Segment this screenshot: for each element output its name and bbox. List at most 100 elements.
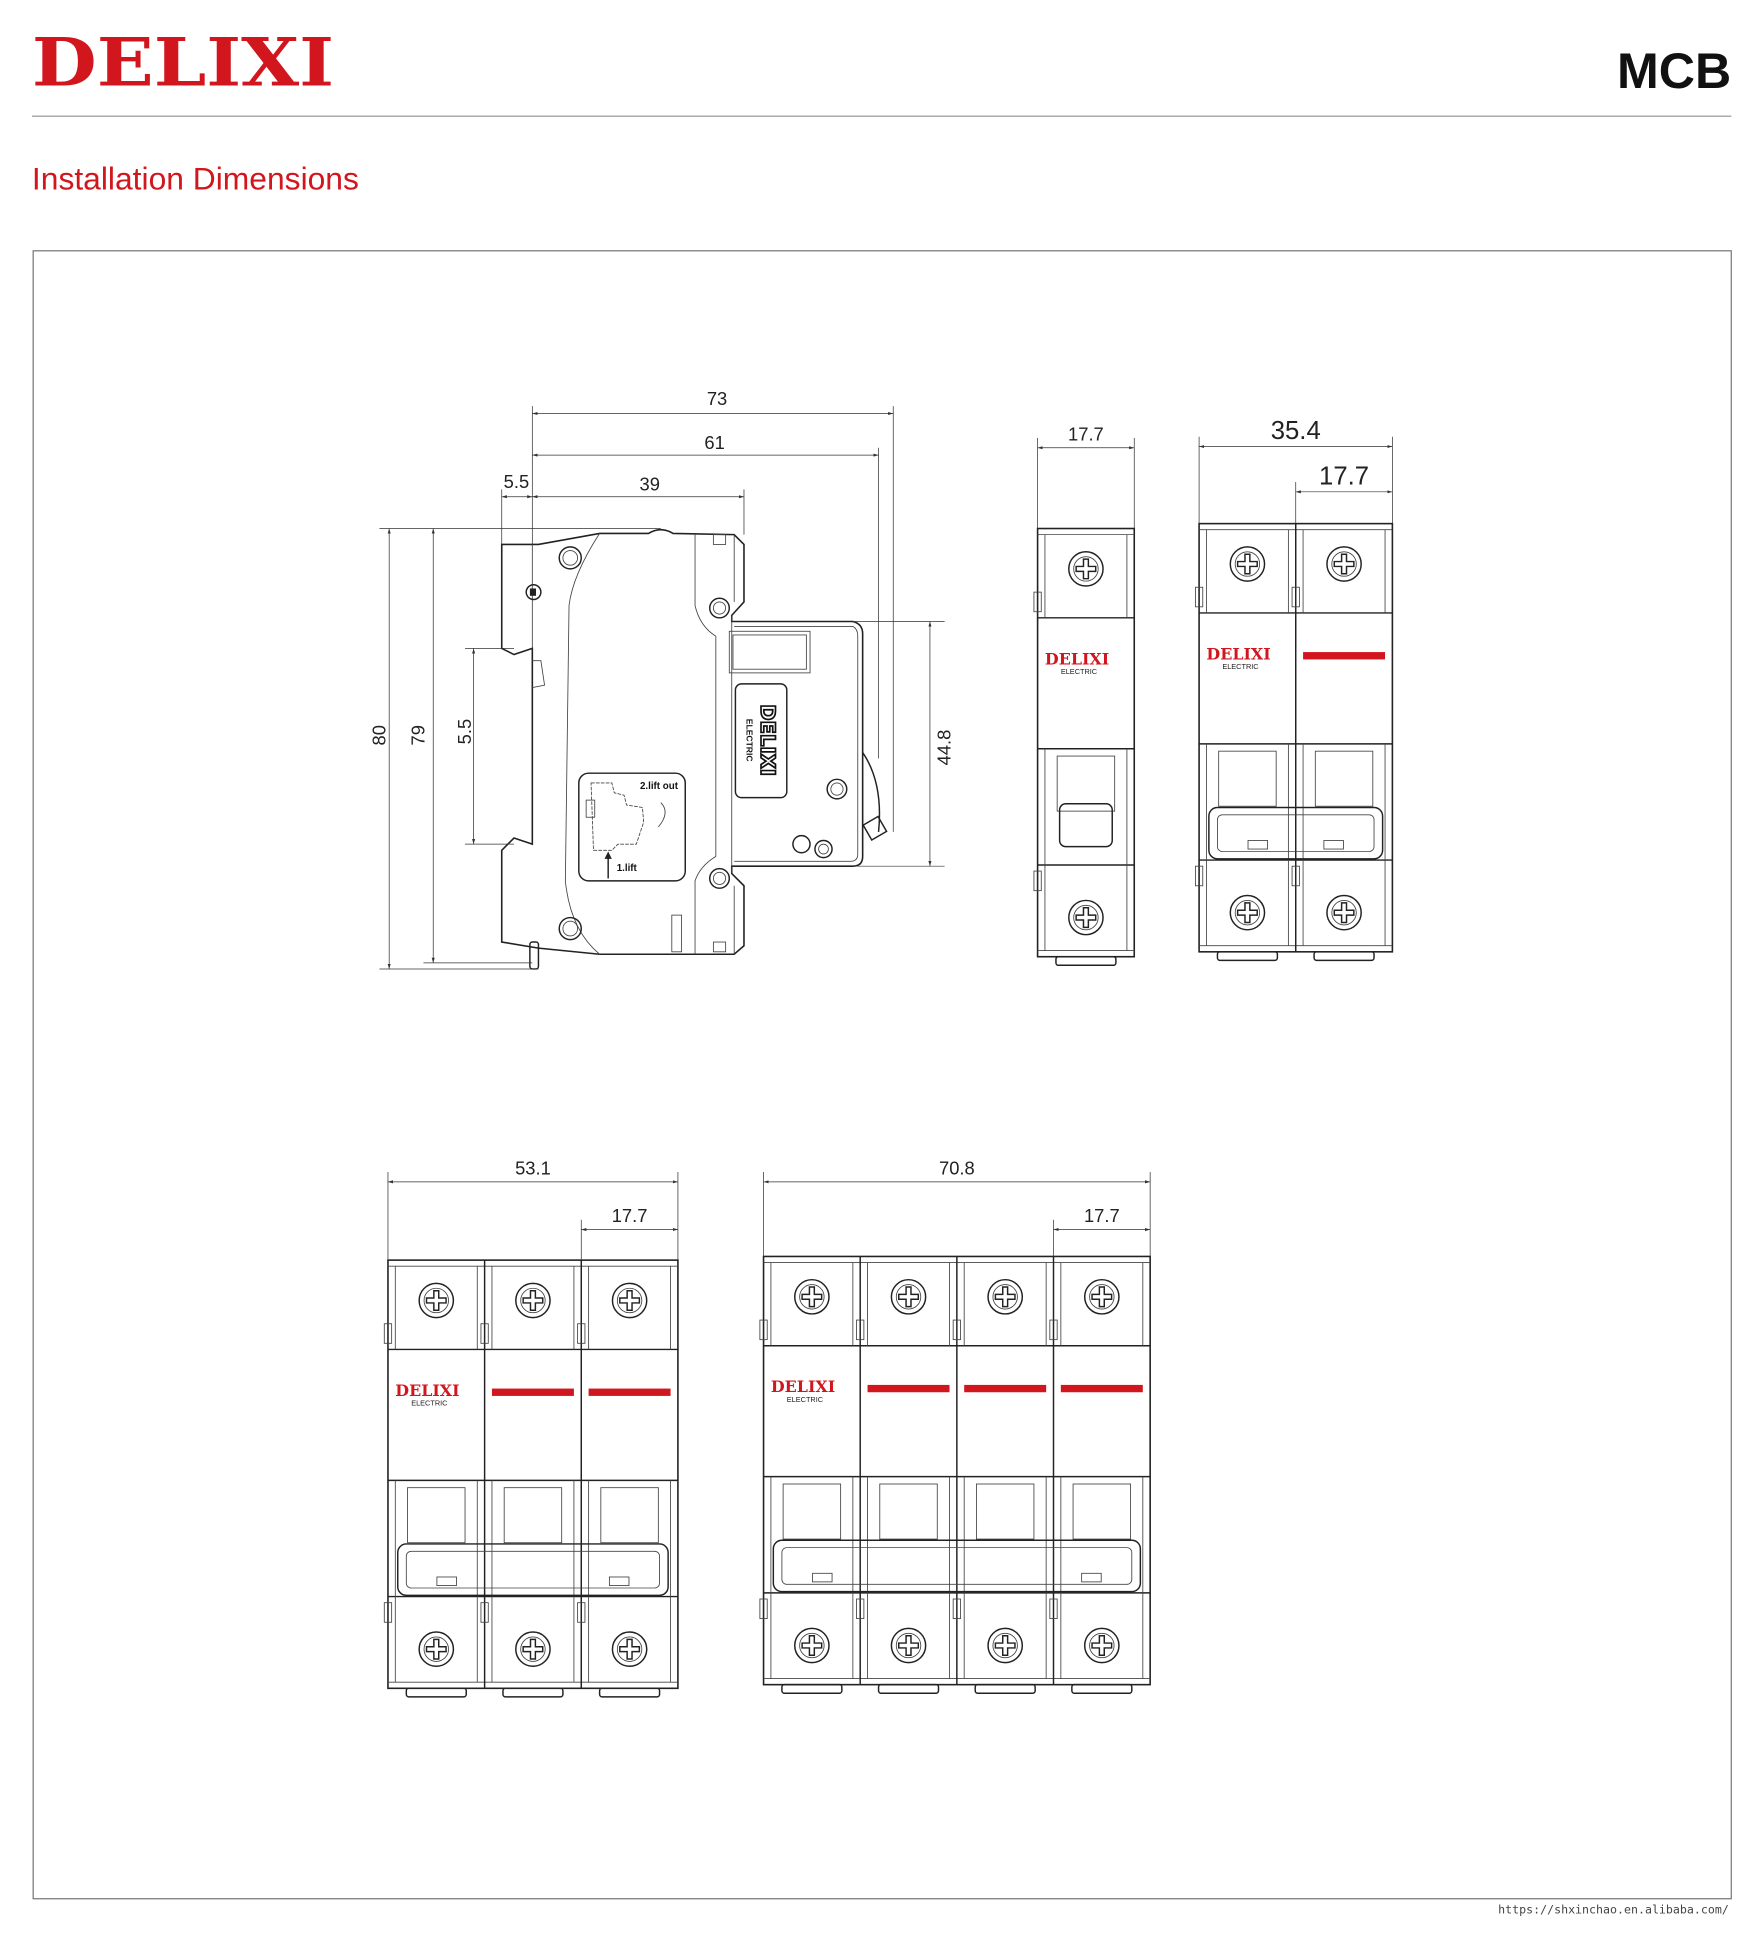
terminal-screw-inner [423, 1287, 449, 1314]
dim-total-width: 70.8 [939, 1157, 975, 1178]
terminal-screw-inner [799, 1632, 825, 1659]
pole-clip [480, 1602, 489, 1623]
terminal-screw-icon [418, 1631, 455, 1668]
terminal-screw-inner [520, 1636, 546, 1662]
screw-cross-icon [801, 1286, 823, 1308]
terminal-screw-inner [895, 1284, 922, 1310]
screw-cross-icon [994, 1286, 1016, 1308]
toggle-window [503, 1487, 563, 1544]
dim-total-width: 35.4 [1271, 417, 1321, 445]
terminal-screw-icon [515, 1282, 551, 1319]
front-logo-brand: DELIXI [1206, 644, 1270, 663]
dim-pole-width: 17.7 [612, 1205, 648, 1226]
toggle-window [782, 1483, 842, 1540]
terminal-screw-icon [418, 1282, 455, 1319]
handle-slot [1323, 840, 1344, 850]
terminal-screw-inner [895, 1632, 922, 1659]
toggle-window [1218, 750, 1277, 807]
toggle-window [1314, 750, 1374, 807]
bottom-tab [1055, 955, 1117, 967]
screw-cross-icon [1075, 907, 1097, 929]
product-title: MCB [1617, 43, 1731, 99]
pole-clip [383, 1602, 393, 1623]
tie-handle-inner [1217, 814, 1375, 852]
screw-cross-icon [898, 1286, 920, 1308]
toggle-window [1072, 1483, 1132, 1540]
screw-cross-icon [425, 1289, 447, 1312]
pole-clip [577, 1323, 586, 1344]
bottom-tab [877, 1683, 940, 1694]
pole-clip [952, 1319, 961, 1341]
red-indicator-bar [964, 1384, 1047, 1393]
dim-overall-depth: 73 [707, 388, 727, 409]
dim-total-width: 53.1 [515, 1157, 551, 1178]
tie-handle-bar [1208, 806, 1384, 860]
pole-clip [1033, 591, 1042, 613]
pole-clip [1049, 1598, 1058, 1620]
dim-pole-width: 17.7 [1084, 1205, 1120, 1226]
terminal-screw-inner [992, 1632, 1018, 1659]
side-view-drawing: DELIXI ELECTRIC 2.lift out 1.lift [500, 528, 888, 970]
toggle-window [600, 1487, 659, 1544]
section-title: Installation Dimensions [32, 161, 359, 197]
screw-cross-icon [522, 1638, 544, 1660]
red-indicator-bar [867, 1384, 950, 1393]
dim-total-width: 17.7 [1068, 423, 1104, 444]
terminal-screw-icon [1229, 546, 1266, 582]
tie-handle-bar [397, 1543, 669, 1597]
front-logo-sub: ELECTRIC [1222, 662, 1259, 671]
screw-cross-icon [1236, 553, 1258, 575]
terminal-screw-inner [423, 1636, 449, 1662]
bottom-tab [974, 1683, 1036, 1694]
terminal-screw-icon [1326, 546, 1362, 582]
pole-clip [856, 1319, 865, 1341]
drawing-frame [32, 250, 1732, 1900]
terminal-screw-inner [1331, 900, 1357, 926]
instruction-lift-out: 2.lift out [640, 781, 679, 792]
pole-clip [1194, 865, 1204, 887]
terminal-screw-inner [1073, 556, 1099, 582]
front-logo-sub: ELECTRIC [1061, 667, 1098, 676]
screw-cross-icon [801, 1634, 823, 1657]
bottom-tab [598, 1687, 661, 1698]
dim-height-79: 79 [408, 725, 429, 745]
screw-cross-icon [1091, 1634, 1113, 1657]
terminal-screw-icon [794, 1278, 830, 1315]
terminal-screw-icon [1083, 1627, 1120, 1664]
terminal-screw-inner [799, 1284, 825, 1310]
handle-slot [812, 1572, 833, 1583]
terminal-screw-inner [616, 1636, 643, 1662]
terminal-screw-icon [611, 1631, 648, 1668]
terminal-screw-icon [890, 1627, 927, 1664]
terminal-screw-inner [1234, 551, 1261, 577]
screw-cross-icon [522, 1289, 544, 1312]
tie-handle-inner [405, 1550, 660, 1589]
terminal-screw-inner [616, 1287, 643, 1314]
screw-cross-icon [1091, 1286, 1113, 1308]
terminal-screw-inner [520, 1287, 546, 1314]
front-logo-brand: DELIXI [395, 1381, 459, 1400]
screw-cross-icon [898, 1634, 920, 1657]
terminal-screw-icon [794, 1627, 830, 1664]
screw-cross-icon [1075, 558, 1097, 580]
red-indicator-bar [1060, 1384, 1143, 1393]
pole-clip [759, 1598, 768, 1620]
red-indicator-bar [491, 1388, 574, 1396]
pole-clip [1049, 1319, 1058, 1341]
side-label-brand: DELIXI [756, 704, 779, 776]
dim-pole-width: 17.7 [1319, 462, 1369, 490]
screw-cross-icon [1333, 902, 1355, 924]
red-indicator-bar [1303, 652, 1386, 660]
terminal-screw-inner [992, 1284, 1018, 1310]
red-indicator-bar [588, 1388, 671, 1396]
dim-rail-gap: 5.5 [454, 719, 475, 745]
bottom-tab [781, 1683, 843, 1694]
screw-cross-icon [619, 1638, 641, 1660]
terminal-screw-inner [1073, 904, 1099, 931]
terminal-screw-icon [515, 1631, 551, 1668]
pole-clip [383, 1323, 393, 1344]
screw-cross-icon [619, 1289, 641, 1312]
toggle-window [879, 1483, 938, 1540]
